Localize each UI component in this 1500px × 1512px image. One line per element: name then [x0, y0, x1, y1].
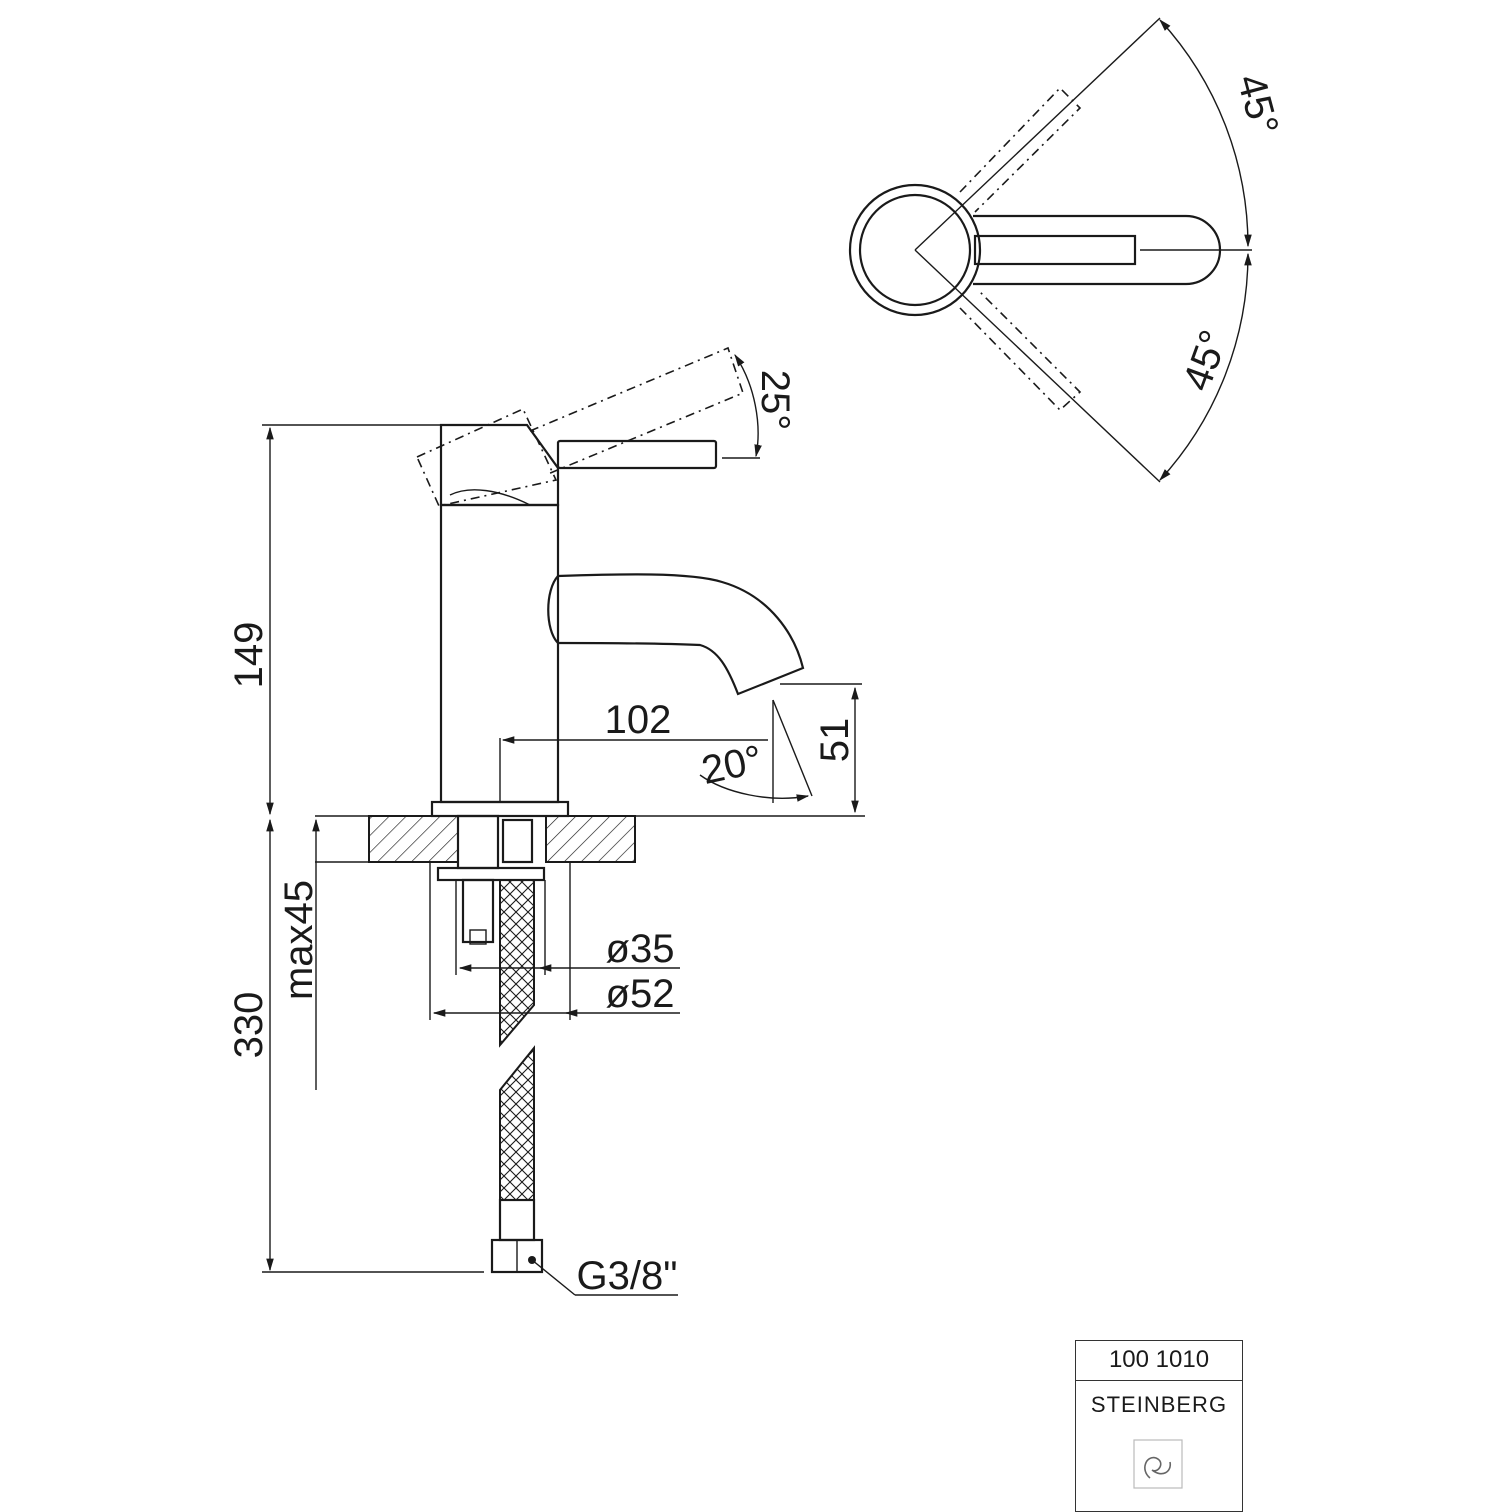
dimension-51: 51: [780, 683, 862, 814]
brand-name: STEINBERG: [1090, 1392, 1228, 1417]
dim-149-label: 149: [227, 622, 271, 689]
dim-d52-label: ø52: [606, 972, 675, 1016]
dimension-330: 330: [227, 818, 484, 1273]
side-view: 149 330 max45 102 20°: [227, 346, 865, 1298]
dim-max45-label: max45: [277, 880, 321, 1000]
dim-330-label: 330: [227, 992, 271, 1059]
dim-102-label: 102: [605, 698, 672, 742]
dim-20deg-label: 20°: [698, 737, 766, 793]
dim-45-up-label: 45°: [1228, 70, 1286, 140]
dimension-max45: max45: [277, 818, 321, 1090]
product-code: 100 1010: [1075, 1340, 1243, 1381]
dimension-102: 102: [499, 698, 768, 802]
top-view: 45° 45°: [848, 17, 1287, 483]
dimension-25deg: 25°: [722, 353, 797, 459]
dim-25deg-label: 25°: [753, 370, 797, 431]
thread-callout: G3/8": [528, 1254, 678, 1298]
dimension-149: 149: [227, 424, 441, 816]
dim-d35-label: ø35: [606, 927, 675, 971]
dim-45-down-label: 45°: [1175, 325, 1237, 397]
dim-51-label: 51: [813, 718, 857, 763]
dimension-diameters: ø35 ø52: [429, 862, 680, 1020]
lever-phantom: [415, 346, 744, 507]
flex-hose: [490, 879, 544, 1274]
thread-label: G3/8": [577, 1254, 678, 1298]
countertop: [315, 814, 865, 945]
dimension-20deg: 20°: [698, 699, 813, 803]
